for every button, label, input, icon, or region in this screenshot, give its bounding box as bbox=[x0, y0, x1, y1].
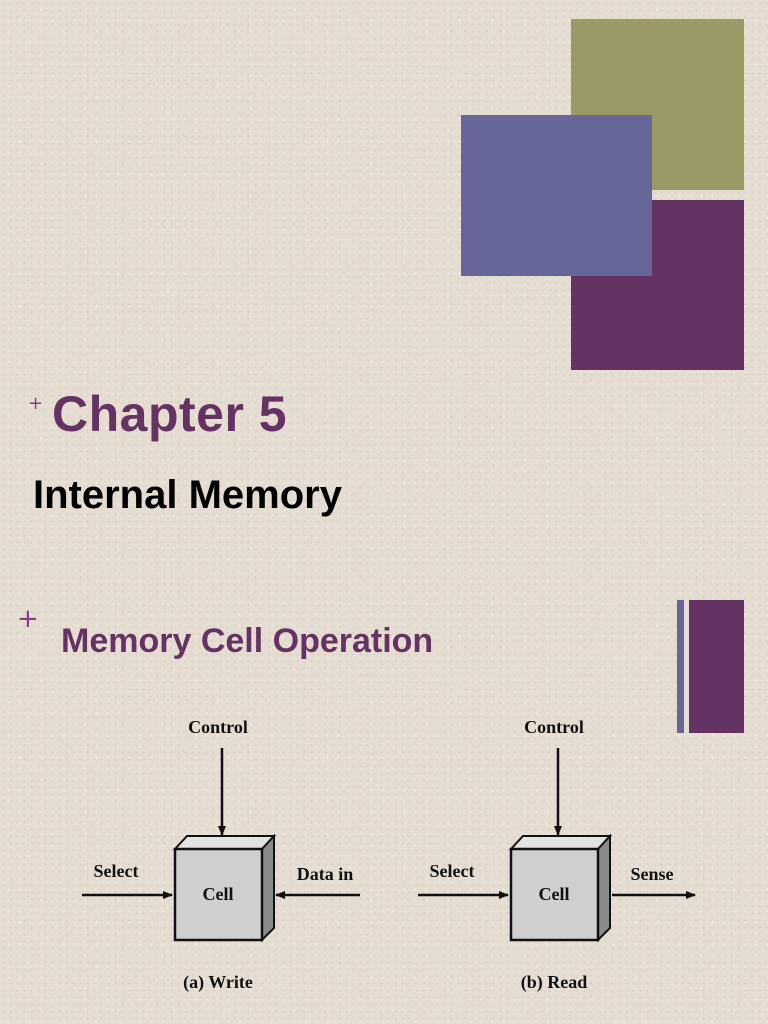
write-diagram: Control Select Cell Data in (a) Write bbox=[82, 717, 360, 993]
decor-square-blue bbox=[461, 115, 652, 276]
write-select-label: Select bbox=[94, 861, 139, 881]
read-select-label: Select bbox=[430, 861, 475, 881]
read-sense-label: Sense bbox=[630, 864, 673, 884]
write-control-label: Control bbox=[188, 717, 248, 737]
chapter-title: Chapter 5 bbox=[52, 386, 288, 442]
section-title: Memory Cell Operation bbox=[61, 622, 434, 660]
write-cell-box bbox=[173, 847, 264, 942]
decor-bar-plum bbox=[689, 600, 744, 733]
chapter-subtitle: Internal Memory bbox=[33, 473, 342, 517]
write-cell-side-face bbox=[261, 833, 275, 943]
read-diagram: Control Select Cell Sense (b) Read bbox=[418, 717, 696, 993]
plus-icon: + bbox=[28, 393, 44, 414]
read-cell-box bbox=[509, 847, 600, 942]
write-caption: (a) Write bbox=[183, 972, 253, 993]
read-cell-label: Cell bbox=[539, 884, 570, 904]
write-cell-label: Cell bbox=[203, 884, 234, 904]
write-cell-top-face bbox=[172, 835, 277, 850]
plus-icon: + bbox=[17, 604, 39, 634]
read-control-label: Control bbox=[524, 717, 584, 737]
write-data-label: Data in bbox=[297, 864, 354, 884]
read-cell-side-face bbox=[597, 833, 611, 943]
decor-bar-blue bbox=[677, 600, 684, 733]
read-cell-top-face bbox=[508, 835, 613, 850]
read-caption: (b) Read bbox=[521, 972, 588, 993]
